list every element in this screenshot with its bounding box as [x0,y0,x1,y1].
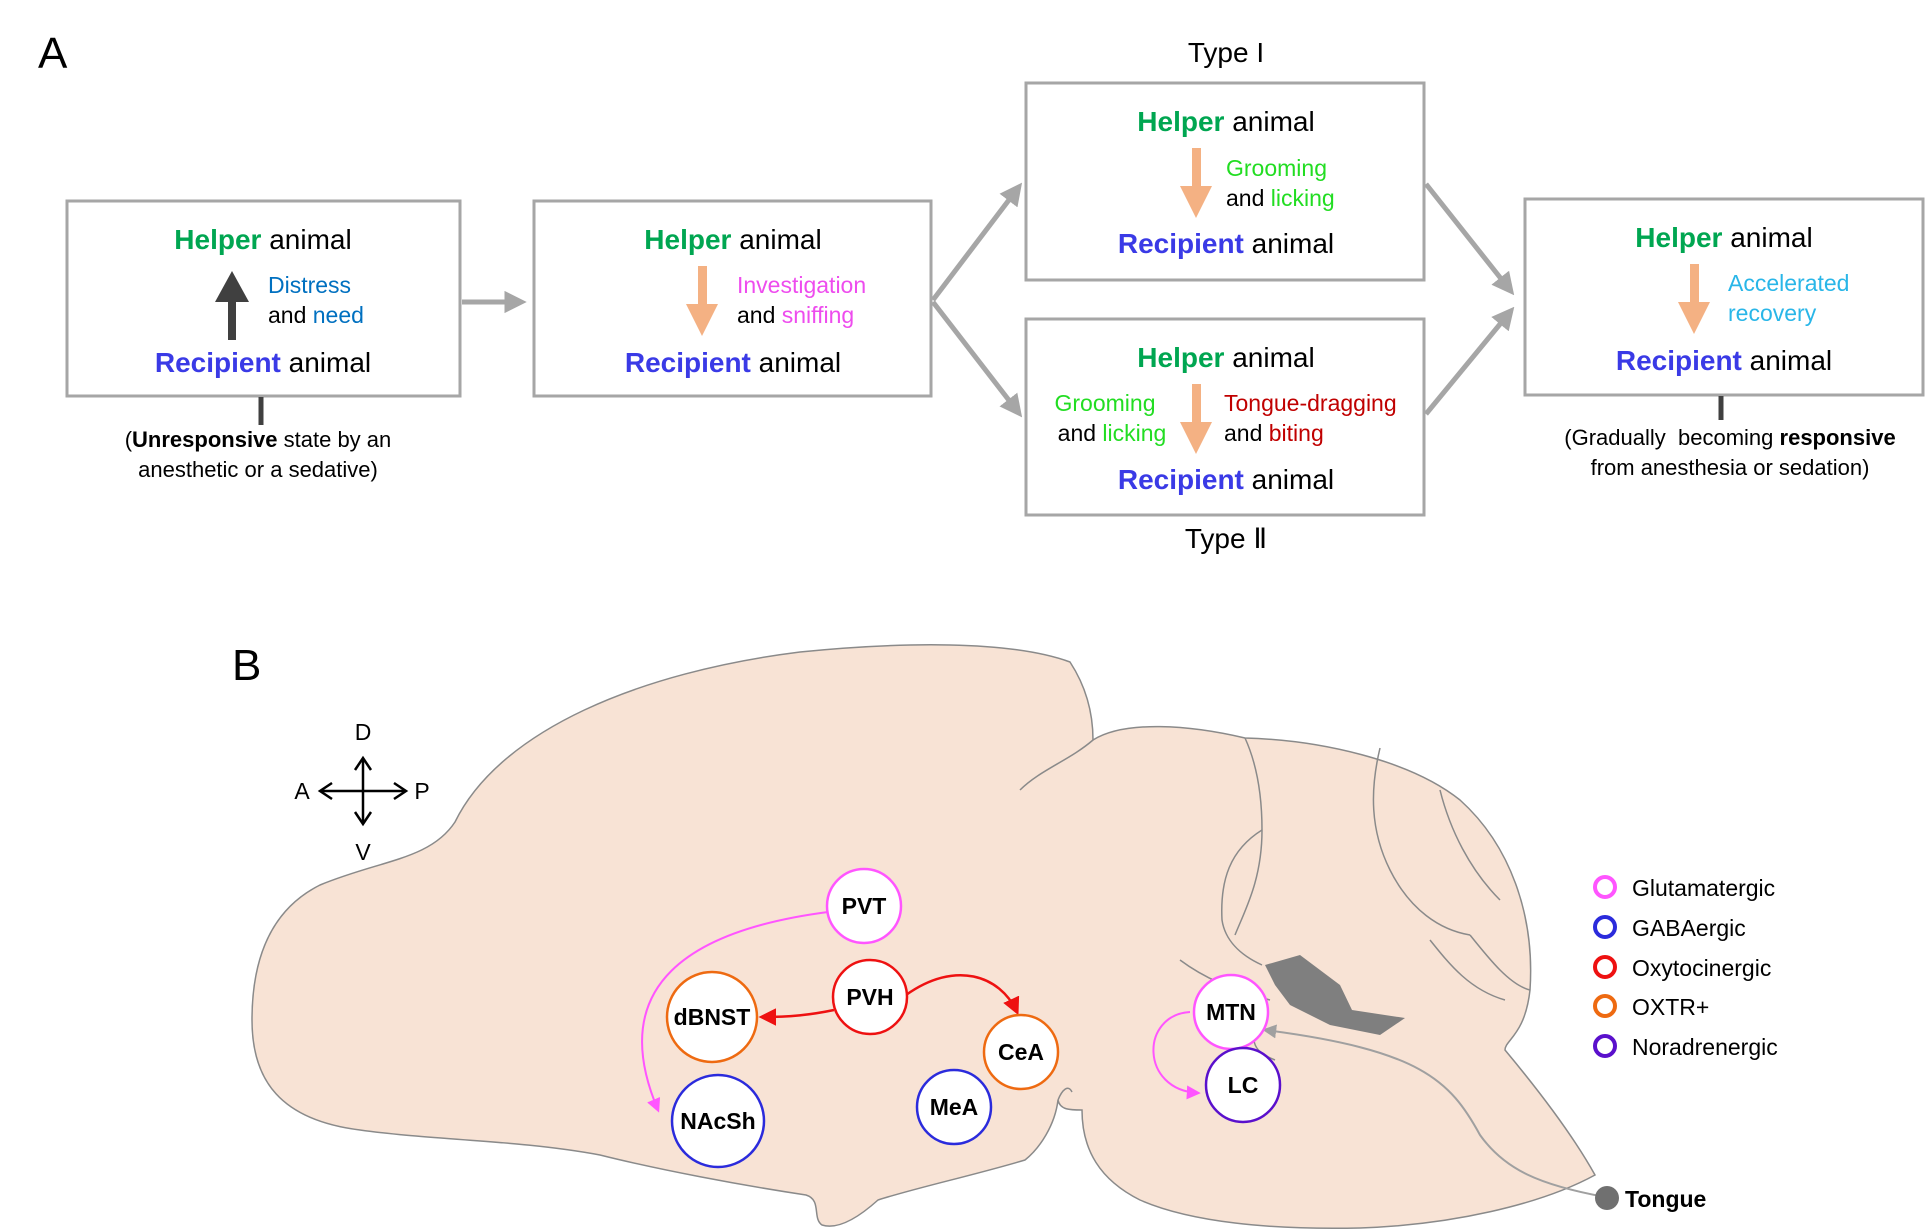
flow-arrow-merge-bottom [1424,306,1515,416]
type1-title: Type I [1188,37,1264,68]
node-lc: LC [1204,1046,1282,1124]
node-cea: CeA [982,1013,1060,1091]
projection-pvt-to-nacsh [641,911,829,1113]
node-nacsh: NAcSh [670,1073,766,1169]
projection-mtn-to-lc [1152,1011,1201,1100]
panel-b-label: B [232,641,261,690]
box2-and-sniffing: and sniffing [737,302,854,328]
node-pvt: PVT [825,867,903,945]
svg-text:PVT: PVT [842,893,887,919]
flow-arrow-branch-down [931,300,1023,418]
compass-dorsal: D [355,719,372,745]
brain-outline [251,644,1597,1230]
node-mea: MeA [915,1068,993,1146]
legend-label-glutamatergic: Glutamatergic [1632,875,1775,901]
svg-text:NAcSh: NAcSh [680,1108,755,1134]
brain-sulcus-6 [1469,934,1531,991]
box2-helper-line: Helper animal [644,224,821,255]
distress-up-arrow-icon [215,271,249,340]
accelerated-label: Accelerated [1728,270,1849,296]
projection-tongue-to-mtn [1262,1024,1606,1198]
svg-text:LC: LC [1228,1072,1259,1098]
legend-swatch-gabaergic [1593,915,1617,939]
legend-label-noradrenergic: Noradrenergic [1632,1034,1778,1060]
investigation-label: Investigation [737,272,866,298]
brain-sulcus-7 [1429,939,1506,1001]
recovery-down-arrow-icon [1678,264,1710,334]
legend-label-oxtr: OXTR+ [1632,994,1709,1020]
compass-ventral: V [355,839,371,865]
box-type2: Helper animal Grooming and licking Tongu… [1024,317,1426,517]
compass-posterior: P [414,778,429,804]
svg-text:PVH: PVH [846,984,893,1010]
box-type1: Helper animal Grooming and licking Recip… [1024,81,1426,282]
grooming-down-arrow-icon [1180,148,1212,218]
flow-arrow-branch-up [931,182,1023,302]
box1-and-need: and need [268,302,364,328]
brain-sulcus-4 [1372,747,1471,936]
type2-tongue-dragging-label: Tongue-dragging [1224,390,1397,416]
tongue-dragging-down-arrow-icon [1180,384,1212,454]
type2-grooming-label: Grooming [1055,390,1156,416]
box4-helper-line: Helper animal [1635,222,1812,253]
tongue-dot-icon [1595,1186,1619,1210]
type2-and-biting: and biting [1224,420,1324,446]
box1-note-line1: (Unresponsive state by an [125,427,392,452]
box1-helper-line: Helper animal [174,224,351,255]
orientation-compass [317,755,409,827]
type1-and-licking: and licking [1226,185,1335,211]
legend-label-gabaergic: GABAergic [1632,915,1746,941]
box1-note-line2: anesthetic or a sedative) [138,457,378,482]
investigation-down-arrow-icon [686,266,718,336]
brain-sulcus-3 [1221,829,1263,966]
compass-anterior: A [294,778,310,804]
svg-text:CeA: CeA [998,1039,1044,1065]
legend-swatch-glutamatergic [1593,875,1617,899]
brain-sulcus-1 [1019,739,1094,791]
flow-arrow-merge-top [1424,182,1515,296]
box-investigation: Helper animal Investigation and sniffing… [532,199,933,398]
type1-helper-line: Helper animal [1137,106,1314,137]
type2-title: Type Ⅱ [1185,523,1267,554]
brain-sulcus-5 [1439,789,1501,901]
svg-text:MeA: MeA [930,1094,979,1120]
box4-note-line2: from anesthesia or sedation) [1591,455,1870,480]
node-dbnst: dBNST [665,970,759,1064]
box-distress: Helper animal Distress and need Recipien… [65,199,462,398]
legend-swatch-noradrenergic [1593,1034,1617,1058]
projection-pvh-to-cea [905,973,1020,1016]
svg-text:MTN: MTN [1206,999,1256,1025]
legend-swatch-oxtr [1593,994,1617,1018]
box2-recipient-line: Recipient animal [625,347,841,378]
tongue-label: Tongue [1625,1186,1706,1212]
projection-pvh-to-dbnst [758,1008,835,1026]
panel-a-label: A [38,29,68,78]
box1-recipient-line: Recipient animal [155,347,371,378]
box-recovery: Helper animal Accelerated recovery Recip… [1523,197,1925,397]
recovery-label: recovery [1728,300,1817,326]
node-pvh: PVH [831,958,909,1036]
type1-grooming-label: Grooming [1226,155,1327,181]
type2-recipient-line: Recipient animal [1118,464,1334,495]
type2-and-licking: and licking [1058,420,1167,446]
type1-recipient-line: Recipient animal [1118,228,1334,259]
legend-label-oxytocinergic: Oxytocinergic [1632,955,1771,981]
distress-label: Distress [268,272,351,298]
legend-swatch-oxytocinergic [1593,955,1617,979]
brain-notch [1057,1087,1073,1101]
box4-note-line1: (Gradually becoming responsive [1564,425,1895,450]
svg-text:dBNST: dBNST [674,1004,751,1030]
node-mtn: MTN [1192,973,1270,1051]
ventricle-shape [1265,955,1405,1035]
type2-helper-line: Helper animal [1137,342,1314,373]
box4-recipient-line: Recipient animal [1616,345,1832,376]
legend: Glutamatergic GABAergic Oxytocinergic OX… [1593,875,1778,1060]
